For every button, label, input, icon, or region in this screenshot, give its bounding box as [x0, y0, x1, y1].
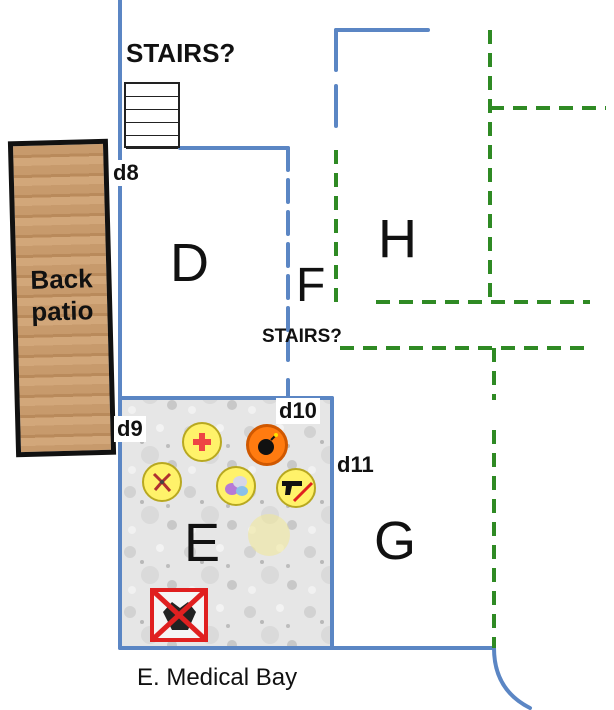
- back-patio: Back patio: [7, 138, 117, 458]
- door-d10[interactable]: d10: [276, 398, 320, 424]
- pliers-icon[interactable]: [142, 462, 182, 502]
- stairs-label-top: STAIRS?: [126, 38, 236, 68]
- room-e-label[interactable]: E: [184, 513, 221, 573]
- blue-walls: [118, 0, 532, 710]
- pills-icon[interactable]: [216, 466, 256, 506]
- back-patio-label: Back patio: [30, 263, 94, 327]
- medkit-icon[interactable]: [182, 422, 222, 462]
- crossed-out-marker: [150, 588, 208, 642]
- door-d9[interactable]: d9: [114, 416, 146, 442]
- room-g-label[interactable]: G: [374, 511, 417, 571]
- door-d8[interactable]: d8: [110, 160, 142, 186]
- room-f-label[interactable]: F: [296, 259, 326, 312]
- empty-token: [248, 514, 290, 556]
- door-d11[interactable]: d11: [334, 452, 377, 478]
- stairs-icon: [124, 82, 180, 149]
- room-d-label[interactable]: D: [170, 233, 209, 293]
- medical-bay-label: E. Medical Bay: [137, 664, 298, 691]
- green-walls: [334, 30, 606, 648]
- stairs-label-mid: STAIRS?: [262, 326, 342, 347]
- pistol-icon[interactable]: [276, 468, 316, 508]
- bomb-icon[interactable]: [246, 424, 288, 466]
- room-h-label[interactable]: H: [378, 209, 417, 269]
